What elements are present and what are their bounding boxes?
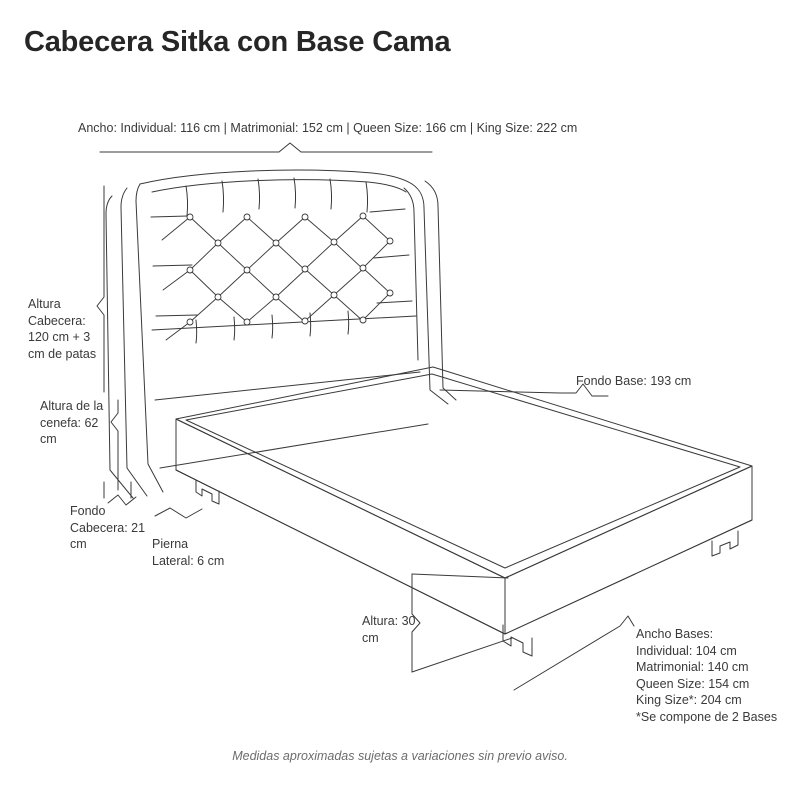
dimension-line-altura-cenefa [110,399,119,491]
dimension-line-altura-base [411,573,513,673]
bed-base [175,366,753,657]
leader-line-ancho-bases [513,615,635,691]
headboard [105,169,457,499]
dimension-line-ancho-top [99,142,433,153]
dimension-line-altura-cabecera [96,185,105,393]
label-fondo-base: Fondo Base: 193 cm [576,374,692,388]
label-pierna-lateral: Pierna Lateral: 6 cm [152,537,225,568]
dimension-line-fondo-cabecera [103,481,137,506]
label-altura-cenefa: Altura de la cenefa: 62 cm [40,399,104,446]
label-ancho-cabecera: Ancho: Individual: 116 cm | Matrimonial:… [78,121,578,135]
leader-line-fondo-base [439,383,609,397]
label-nota-bases: *Se compone de 2 Bases [636,710,778,724]
dimension-line-pierna-lateral [154,507,203,519]
label-ancho-bases: Ancho Bases: Individual: 104 cm Matrimon… [636,627,750,707]
footer-disclaimer: Medidas aproximadas sujetas a variacione… [232,749,568,763]
label-fondo-cabecera: Fondo Cabecera: 21 cm [70,504,146,551]
label-altura-cabecera: Altura Cabecera: 120 cm + 3 cm de patas [28,297,97,361]
label-altura-base: Altura: 30 cm [362,614,416,645]
page-title: Cabecera Sitka con Base Cama [24,26,451,58]
